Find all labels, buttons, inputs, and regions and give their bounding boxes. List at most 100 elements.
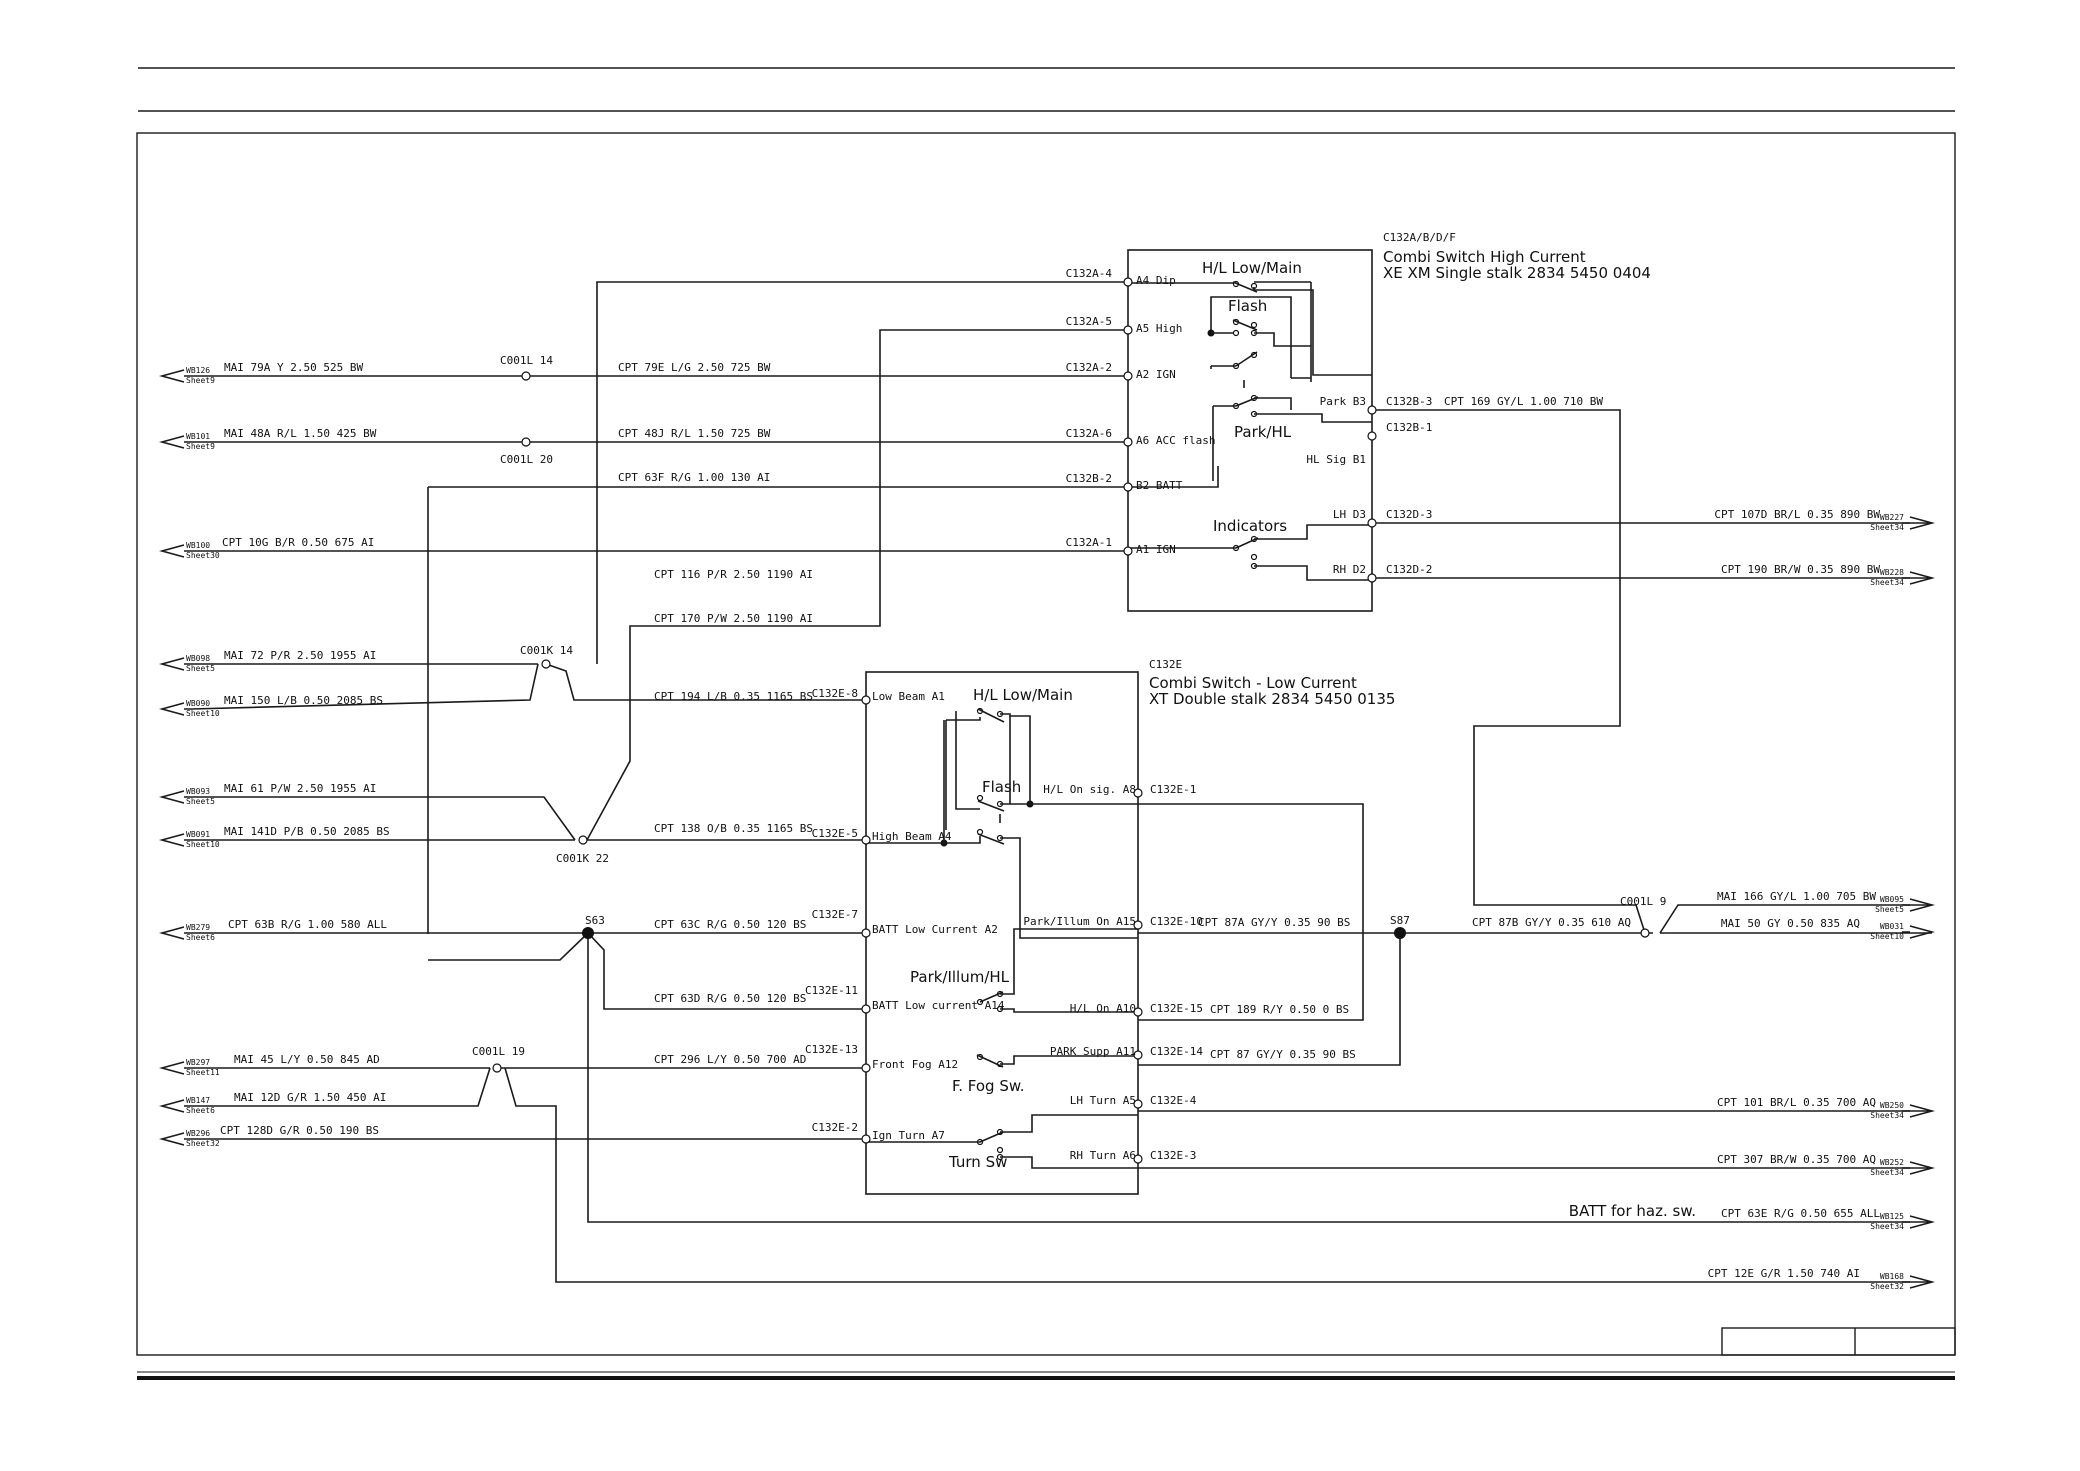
- offsheet-arrow-right: [1902, 1275, 1936, 1289]
- pin-label: Low Beam A1: [872, 690, 945, 703]
- splice-s87: [1394, 927, 1406, 939]
- low-group-park-illum: Park/Illum/HL: [910, 968, 1010, 986]
- wire: [1138, 803, 1364, 1021]
- offsheet-arrow-right: [1902, 571, 1936, 585]
- pin-label: A5 High: [1136, 322, 1182, 335]
- pin-terminal: [861, 928, 871, 938]
- offsheet-arrow-left: [158, 1099, 192, 1113]
- wire: [587, 933, 1932, 1223]
- splice-label: S63: [585, 914, 605, 927]
- wire: [192, 1067, 491, 1107]
- wire-label: MAI 50 GY 0.50 835 AQ: [1721, 917, 1860, 930]
- harness-connector: [578, 835, 588, 845]
- wire-label: CPT 63D R/G 0.50 120 BS: [654, 992, 806, 1005]
- wire-label: CPT 12E G/R 1.50 740 AI: [1708, 1267, 1860, 1280]
- high-internal-switches: [1128, 280, 1372, 581]
- offsheet-arrow-right: [1902, 1104, 1936, 1118]
- offsheet-ref-sheet: Sheet34: [1870, 1111, 1904, 1120]
- pin-label: BATT Low Current A2: [872, 923, 998, 936]
- wire-label: CPT 116 P/R 2.50 1190 AI: [654, 568, 813, 581]
- wire: [1372, 409, 1646, 934]
- pin-terminal: [1367, 405, 1377, 415]
- pin-label: Ign Turn A7: [872, 1129, 945, 1142]
- connector-pin-id: C132E-13: [805, 1043, 858, 1056]
- wire: [428, 932, 589, 961]
- offsheet-arrow-left: [158, 1132, 192, 1146]
- wire-label: CPT 10G B/R 0.50 675 AI: [222, 536, 374, 549]
- offsheet-arrow-left: [158, 1061, 192, 1075]
- offsheet-arrow-right: [1902, 516, 1936, 530]
- offsheet-ref-sheet: Sheet9: [186, 376, 215, 385]
- wire-label: CPT 87B GY/Y 0.35 610 AQ: [1472, 916, 1631, 929]
- offsheet-ref-sheet: Sheet10: [186, 840, 220, 849]
- pin-terminal: [1123, 277, 1133, 287]
- wire-label: CPT 170 P/W 2.50 1190 AI: [654, 612, 813, 625]
- connector-pin-id: C132A-6: [1066, 427, 1112, 440]
- offsheet-ref-id: WB093: [186, 787, 210, 796]
- offsheet-ref-id: WB091: [186, 830, 210, 839]
- harness-connector-label: C001K 22: [556, 852, 609, 865]
- offsheet-arrow-right: [1902, 1161, 1936, 1175]
- connector-pin-id: C132A-2: [1066, 361, 1112, 374]
- offsheet-ref-sheet: Sheet10: [1870, 932, 1904, 941]
- connector-pin-id: C132A-1: [1066, 536, 1112, 549]
- wire-label: MAI 48A R/L 1.50 425 BW: [224, 427, 377, 440]
- pin-terminal: [1133, 920, 1143, 930]
- pin-terminal: [1133, 1050, 1143, 1060]
- pin-terminal: [1133, 1154, 1143, 1164]
- wire: [504, 1067, 1932, 1283]
- splice-s63: [582, 927, 594, 939]
- offsheet-ref-sheet: Sheet11: [186, 1068, 220, 1077]
- harness-connector: [521, 371, 531, 381]
- pin-terminal: [1123, 482, 1133, 492]
- wire: [587, 932, 866, 1010]
- offsheet-arrow-right: [1902, 1215, 1936, 1229]
- connector-pin-id: C132E-15: [1150, 1002, 1203, 1015]
- connector-pin-id: C132D-2: [1386, 563, 1432, 576]
- wire-label: CPT 63E R/G 0.50 655 ALL: [1721, 1207, 1880, 1220]
- pin-terminal: [1133, 1099, 1143, 1109]
- connector-pin-id: C132B-3: [1386, 395, 1432, 408]
- high-module-name: Combi Switch High Current: [1383, 248, 1586, 266]
- pin-terminal: [1123, 437, 1133, 447]
- pin-terminal: [1367, 518, 1377, 528]
- wire-label: CPT 79E L/G 2.50 725 BW: [618, 361, 771, 374]
- offsheet-ref-id: WB101: [186, 432, 210, 441]
- offsheet-arrow-left: [158, 369, 192, 383]
- wire-label: CPT 296 L/Y 0.50 700 AD: [654, 1053, 806, 1066]
- pin-label: LH D3: [1333, 508, 1366, 521]
- wire-label: CPT 87 GY/Y 0.35 90 BS: [1210, 1048, 1356, 1061]
- high-module-ref: C132A/B/D/F: [1383, 231, 1456, 244]
- low-module-ref: C132E: [1149, 658, 1182, 671]
- offsheet-ref-sheet: Sheet30: [186, 551, 220, 560]
- offsheet-ref-id: WB090: [186, 699, 210, 708]
- wire-label: CPT 87A GY/Y 0.35 90 BS: [1198, 916, 1350, 929]
- offsheet-ref-sheet: Sheet34: [1870, 1168, 1904, 1177]
- wire-label: CPT 128D G/R 0.50 190 BS: [220, 1124, 379, 1137]
- pin-label: H/L On sig. A8: [1043, 783, 1136, 796]
- offsheet-arrow-left: [158, 544, 192, 558]
- offsheet-ref-id: WB095: [1880, 895, 1904, 904]
- offsheet-arrow-right: [1902, 925, 1936, 939]
- low-group-hl-lowmain: H/L Low/Main: [973, 686, 1073, 704]
- offsheet-ref-sheet: Sheet10: [186, 709, 220, 718]
- connector-pin-id: C132E-4: [1150, 1094, 1197, 1107]
- pin-terminal: [1133, 788, 1143, 798]
- offsheet-ref-sheet: Sheet32: [186, 1139, 220, 1148]
- pin-terminal: [861, 1134, 871, 1144]
- wire-label: CPT 138 O/B 0.35 1165 BS: [654, 822, 813, 835]
- wire: [192, 796, 576, 841]
- offsheet-ref-id: WB250: [1880, 1101, 1904, 1110]
- wire-label: CPT 169 GY/L 1.00 710 BW: [1444, 395, 1603, 408]
- offsheet-ref-sheet: Sheet34: [1870, 523, 1904, 532]
- connector-pin-id: C132A-5: [1066, 315, 1112, 328]
- wire-label: CPT 63B R/G 1.00 580 ALL: [228, 918, 387, 931]
- pin-label: A1 IGN: [1136, 543, 1176, 556]
- offsheet-ref-id: WB296: [186, 1129, 210, 1138]
- offsheet-arrow-left: [158, 790, 192, 804]
- pin-label: RH Turn A6: [1070, 1149, 1136, 1162]
- harness-connector-label: C001L 9: [1620, 895, 1666, 908]
- wire: [586, 329, 1128, 841]
- offsheet-arrow-left: [158, 657, 192, 671]
- pin-label: Park B3: [1320, 395, 1366, 408]
